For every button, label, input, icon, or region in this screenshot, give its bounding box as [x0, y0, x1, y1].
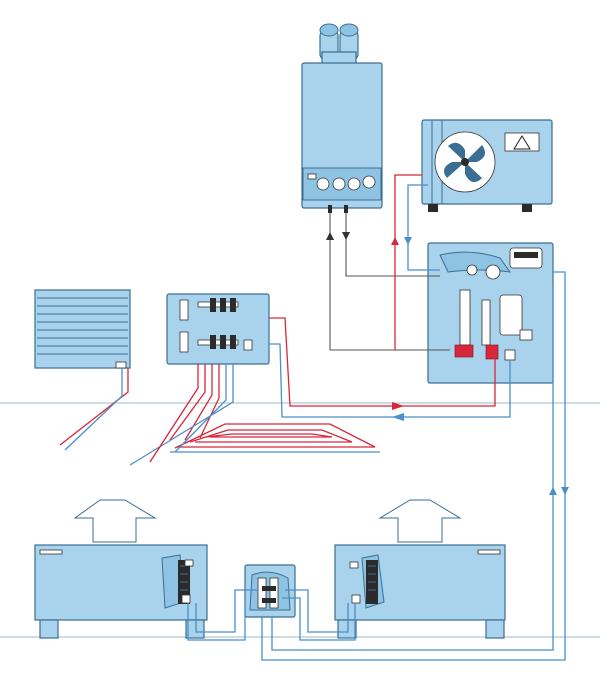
air-flow-arrow-icon: [378, 499, 462, 543]
boiler-knob-2: [332, 177, 346, 191]
warning-icon: [513, 135, 531, 150]
heat-pump-outdoor-unit: [421, 119, 553, 212]
boiler-clock-icon: [362, 175, 376, 189]
air-flow-arrow-icon: [73, 499, 157, 543]
fan-coil-right: [334, 499, 506, 639]
floor-heating-manifold: [166, 293, 270, 365]
boiler-knob-3: [347, 177, 361, 191]
underfloor-heating-loop: [170, 423, 380, 453]
hydraulic-module: [427, 242, 554, 384]
fan-coil-left: [34, 499, 208, 639]
fan-coil-distribution-box: [244, 564, 296, 618]
boiler-knob-1: [316, 177, 330, 191]
flue-icon: [319, 23, 359, 65]
wall-radiator: [34, 289, 131, 369]
wall-boiler: [301, 23, 383, 213]
